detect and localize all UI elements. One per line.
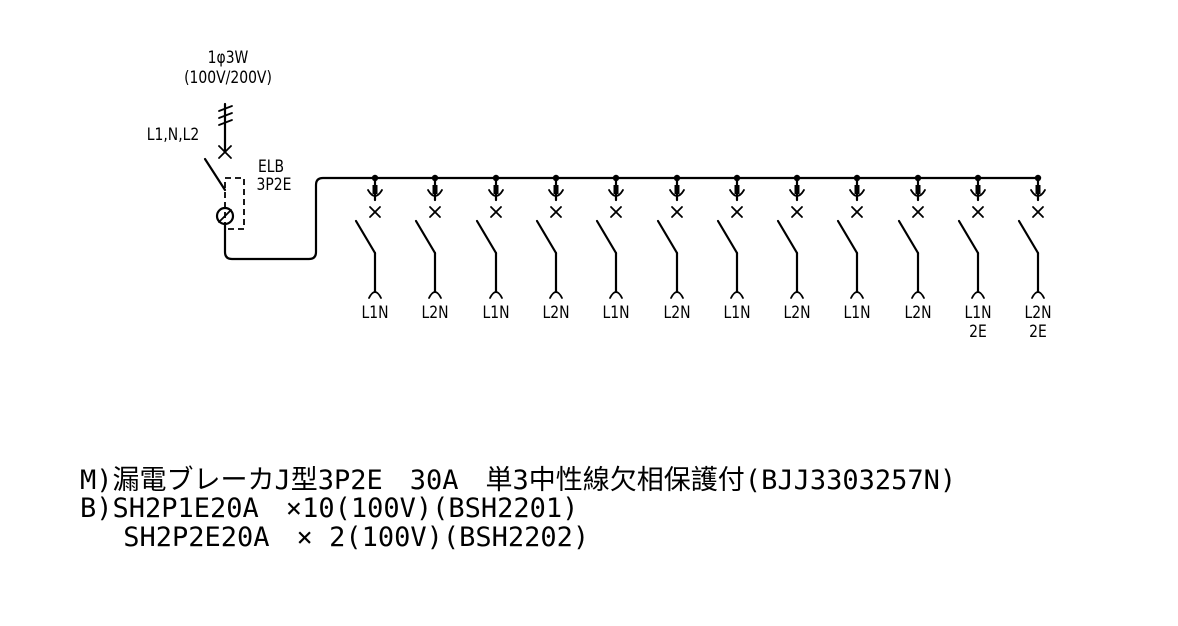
main-elb-label: ELB [258,157,284,177]
branch-circuit: L2N [897,174,932,323]
outlet-arc [790,291,804,299]
branch-line-label: L2N [542,303,569,323]
breaker-switch [716,219,739,255]
terminal-block [674,185,680,194]
connector-arc [910,189,926,197]
outlet-arc [489,291,503,299]
spec-line-main: M)漏電ブレーカJ型3P2E 30A 単3中性線欠相保護付(BJJ3303257… [80,465,956,496]
branch-circuit: L2N [776,174,811,323]
terminal-block [432,185,438,194]
outlet-arc [850,291,864,299]
branch-circuit: L2N [414,174,449,323]
branch-circuit: L1N [354,174,389,323]
branch-line-label: L1N [723,303,750,323]
breaker-switch [535,219,558,255]
connector-arc [1030,189,1046,197]
outlet-arc [670,291,684,299]
connector-arc [608,189,624,197]
terminal-block [854,185,860,194]
supply-phase-label: 1φ3W [208,48,249,68]
terminal-block [493,185,499,194]
breaker-switch [776,219,799,255]
outlet-arc [971,291,985,299]
branch-line-label: L2N [421,303,448,323]
terminal-block [915,185,921,194]
connector-arc [427,189,443,197]
breaker-switch [836,219,859,255]
branch-circuit: L2N [656,174,691,323]
breaker-switch [656,219,679,255]
branch-line-label: L2N [783,303,810,323]
spec-line-branch-2: SH2P2E20A × 2(100V)(BSH2202) [80,522,589,553]
breaker-switch [475,219,498,255]
spec-line-branch-1: B)SH2P1E20A ×10(100V)(BSH2201) [80,493,578,524]
branch-circuit: L1N [595,174,630,323]
supply-wire [218,102,233,154]
branch-line-label: L1N [602,303,629,323]
terminal-block [734,185,740,194]
terminal-block [372,185,378,194]
breaker-switch [897,219,920,255]
terminal-block [553,185,559,194]
outlet-arc [368,291,382,299]
connector-arc [729,189,745,197]
outlet-arc [1031,291,1045,299]
branch-line-label: L2N [904,303,931,323]
connector-arc [970,189,986,197]
branch-earth-label: 2E [1029,322,1047,342]
terminal-block [1035,185,1041,194]
terminal-block [794,185,800,194]
supply-voltage-label: (100V/200V) [184,68,272,88]
main-elb-symbol [203,145,1040,261]
outlet-arc [609,291,623,299]
connector-arc [548,189,564,197]
branch-line-label: L2N [663,303,690,323]
breaker-switch [414,219,437,255]
branch-line-label: L1N [964,303,991,323]
branch-earth-label: 2E [969,322,987,342]
branch-circuit: L1N [475,174,510,323]
connector-arc [367,189,383,197]
connector-arc [789,189,805,197]
branch-circuit: L2N [535,174,570,323]
breaker-switch [354,219,377,255]
branch-line-label: L2N [1024,303,1051,323]
branch-circuit: L1N [836,174,871,323]
outlet-arc [549,291,563,299]
connector-arc [849,189,865,197]
outlet-arc [730,291,744,299]
terminal-block [975,185,981,194]
terminal-block [613,185,619,194]
outlet-arc [911,291,925,299]
branch-line-label: L1N [361,303,388,323]
supply-lines-label: L1,N,L2 [147,125,200,145]
outlet-arc [428,291,442,299]
breaker-switch [957,219,980,255]
breaker-switch [1017,219,1040,255]
branch-line-label: L1N [482,303,509,323]
branch-circuit: L1N [716,174,751,323]
main-elb-poles: 3P2E [257,175,292,195]
breaker-switch [595,219,618,255]
branch-line-label: L1N [843,303,870,323]
connector-arc [669,189,685,197]
connector-arc [488,189,504,197]
